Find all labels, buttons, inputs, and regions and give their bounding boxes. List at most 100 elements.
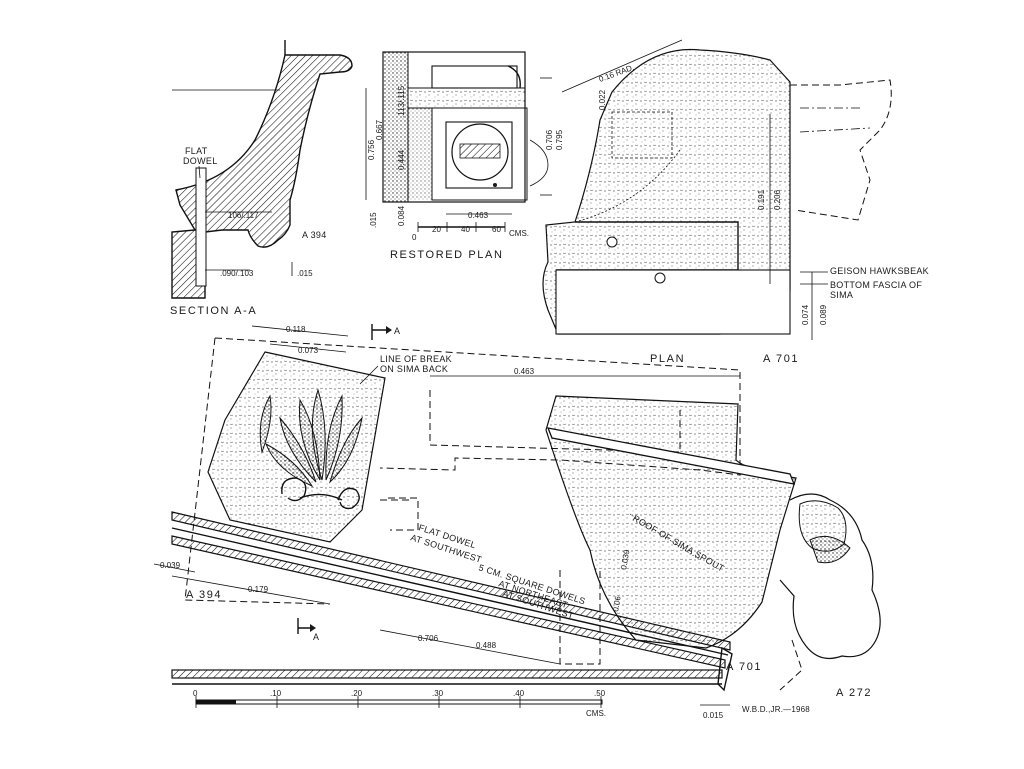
elevation: 0.118 0.073 0.463 0.039 0.179 0.706 0.48… <box>153 324 881 720</box>
plan-hole-1 <box>606 236 618 248</box>
line-of-break-2: ON SIMA BACK <box>380 364 448 374</box>
section-a-a: 106/.117 .090/.103 .015 FLAT DOWEL A 394… <box>170 40 353 317</box>
geison-horizontal-band <box>171 669 723 679</box>
plan-height-b: 0.206 <box>773 189 782 210</box>
restoration-dowel-box <box>559 570 601 665</box>
small-scale-label-3: 60 <box>492 225 501 234</box>
section-width-dim: 106/.117 <box>228 211 259 220</box>
geison-band-upper <box>171 511 731 651</box>
plan-spout-outline <box>611 111 673 159</box>
plan-axis-2 <box>799 127 871 133</box>
lion-mouth <box>809 535 851 564</box>
small-scale-unit: CMS. <box>509 229 529 238</box>
large-scale-label-5: .50 <box>594 689 606 698</box>
restored-top-band <box>407 87 526 109</box>
section-marker-bottom-head <box>310 624 316 632</box>
large-scale-unit: CMS. <box>586 709 606 718</box>
palmette-ornament <box>259 388 363 510</box>
elev-left-dim-line-b <box>171 575 331 605</box>
flat-dowel-label-2: DOWEL <box>183 156 218 166</box>
elev-left-a: 0.039 <box>160 561 181 570</box>
flat-dowel-shape <box>195 167 207 287</box>
plan-fascia-a: 0.074 <box>801 304 810 325</box>
plan-title: PLAN <box>650 353 685 365</box>
section-bottom-dim: .090/.103 <box>220 269 254 278</box>
restored-left-fill <box>408 108 432 200</box>
elev-head-piece: A 272 <box>836 687 872 699</box>
elev-top-c: 0.463 <box>514 367 535 376</box>
section-offset-dim: .015 <box>297 269 313 278</box>
elev-left-dim-line-a <box>153 563 196 573</box>
section-marker-top-head <box>386 326 392 334</box>
small-scale-label-2: 40 <box>461 225 470 234</box>
restored-right-brace <box>529 139 549 187</box>
sima-roof-line <box>629 513 701 561</box>
restored-width-dim: 0.463 <box>468 211 489 220</box>
elev-left-piece: A 394 <box>186 589 222 601</box>
flat-dowel-label-1: FLAT <box>185 146 208 156</box>
plan-fascia-label-1: BOTTOM FASCIA OF <box>830 280 922 290</box>
restored-upper-dim: .113/.115 <box>397 85 406 118</box>
large-scale-label-3: .30 <box>432 689 444 698</box>
restored-dowel-dot <box>493 183 497 187</box>
plan-hawksbeak-label: GEISON HAWKSBEAK <box>830 266 929 276</box>
plan-radius-arc <box>574 149 681 223</box>
section-marker-top: A <box>394 326 400 336</box>
section-marker-bottom: A <box>313 632 319 642</box>
restored-low2-dim: 0.084 <box>397 205 406 226</box>
restored-moulding-curve <box>507 65 521 89</box>
plan-height-a: 0.191 <box>757 189 766 210</box>
restored-height-b: 0.667 <box>375 119 384 140</box>
drafter-signature: W.B.D.,JR.—1968 <box>742 705 810 714</box>
elev-spout-dim-b: 0.06 <box>611 595 623 612</box>
line-of-break-1: LINE OF BREAK <box>380 354 452 364</box>
restored-right-b: 0.795 <box>555 129 564 150</box>
restored-mid-dim: 0.444 <box>397 149 406 170</box>
restored-low-dim: .015 <box>369 212 378 228</box>
large-scale-rect <box>195 699 603 705</box>
section-title: SECTION A-A <box>170 305 257 317</box>
restoration-dowel-sw <box>388 497 419 531</box>
elev-spout-dim: 0.039 <box>619 549 631 571</box>
section-marker-bottom-arrow <box>297 618 312 634</box>
plan-restored-outline <box>790 79 892 221</box>
small-scale-label-1: 20 <box>432 225 441 234</box>
elev-right-piece: A 701 <box>726 661 762 673</box>
plan-fascia <box>555 269 791 335</box>
restored-spout-hatch <box>459 143 501 159</box>
section-piece-label: A 394 <box>302 230 327 240</box>
restored-plan-title: RESTORED PLAN <box>390 249 504 261</box>
plan-hole-2 <box>654 272 666 284</box>
elev-bottom-dim-line <box>379 629 561 665</box>
sima-roof-slab <box>546 427 796 485</box>
small-scale-bar: 0 20 40 60 CMS. <box>412 222 529 242</box>
plan-small-dim: 0.022 <box>598 89 607 110</box>
section-marker-top-arrow <box>371 324 388 340</box>
elev-bottom-b: 0.488 <box>476 641 497 650</box>
restored-plan: 0.756 0.667 .113/.115 0.444 .015 0.084 0… <box>365 51 564 261</box>
plan-radius-leader <box>561 39 683 93</box>
elev-top-b: 0.073 <box>298 346 319 355</box>
large-scale-label-4: .40 <box>513 689 525 698</box>
large-scale-label-2: .20 <box>351 689 363 698</box>
restored-moulding <box>431 65 518 89</box>
elev-bottom-a: 0.706 <box>418 634 439 643</box>
section-profile <box>171 40 353 299</box>
line-of-break-leader <box>359 365 379 385</box>
restored-right-a: 0.706 <box>545 129 554 150</box>
large-scale-label-0: 0 <box>193 689 198 698</box>
elev-left-b: 0.179 <box>248 585 269 594</box>
geison-end <box>717 646 733 692</box>
small-scale-label-0: 0 <box>412 233 417 242</box>
geison-band-lower <box>171 535 726 669</box>
lion-restoration-dash <box>779 639 803 691</box>
lion-head-outline <box>779 493 881 659</box>
large-scale-label-1: .10 <box>270 689 282 698</box>
restored-left-band <box>382 51 409 203</box>
elev-right-offset: 0.015 <box>703 711 724 720</box>
elev-top-dim-line-a <box>251 325 349 337</box>
large-scale-bar: 0 .10 .20 .30 .40 .50 CMS. <box>193 689 606 718</box>
plan-fascia-b: 0.089 <box>819 304 828 325</box>
